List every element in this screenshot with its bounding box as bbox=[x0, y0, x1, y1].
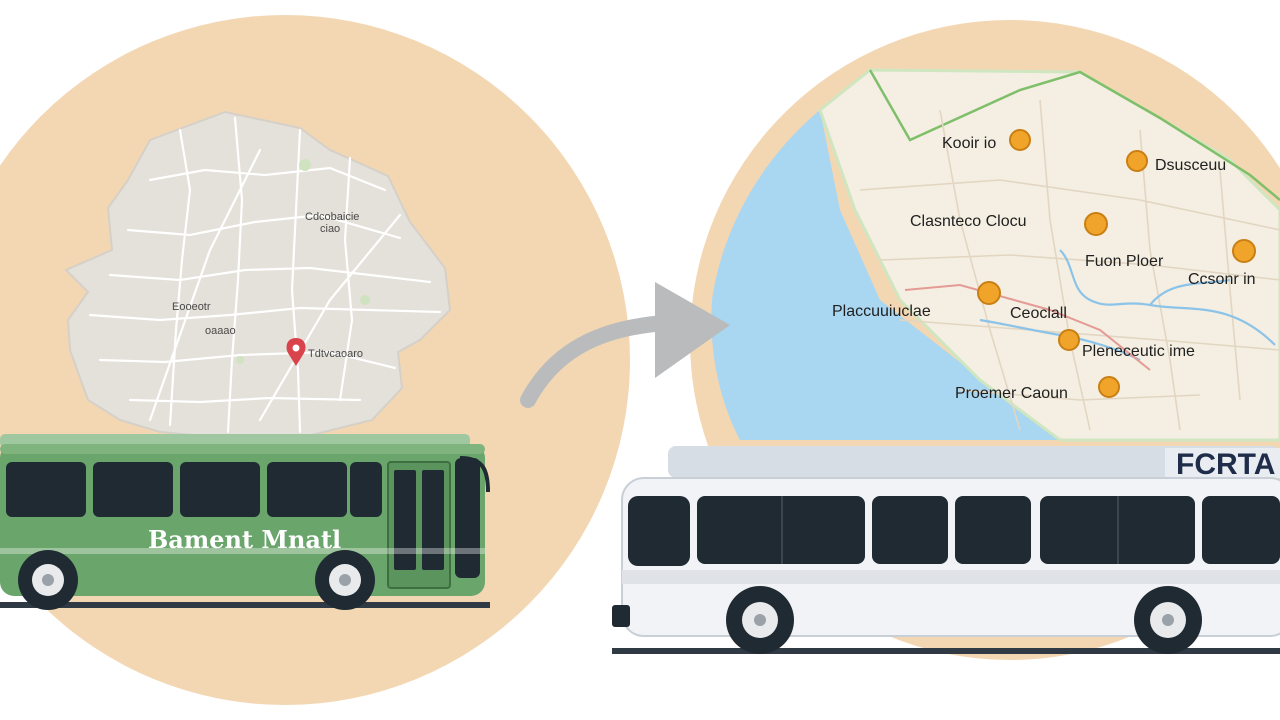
map-marker-icon bbox=[1084, 212, 1108, 236]
right-map-label: Ccsonr in bbox=[1188, 271, 1256, 288]
wheel-icon bbox=[315, 550, 375, 610]
white-bus: FCRTA bbox=[612, 446, 1280, 654]
right-map-label: Proemer Caoun bbox=[955, 385, 1068, 402]
white-bus-window bbox=[1202, 496, 1280, 564]
right-map-label: Ceoclall bbox=[1010, 305, 1067, 322]
green-bus-mirror bbox=[459, 456, 490, 493]
right-map-label: Pleneceutic ime bbox=[1082, 343, 1195, 360]
white-bus-window bbox=[872, 496, 948, 564]
map-marker-icon bbox=[1126, 150, 1148, 172]
map-marker-icon bbox=[1098, 376, 1120, 398]
right-map-water bbox=[711, 110, 1060, 440]
green-bus-window bbox=[267, 462, 347, 517]
green-bus-window bbox=[6, 462, 86, 517]
green-bus-side-text: Bament Mnatl bbox=[148, 525, 341, 554]
right-region-map: Kooir io Dsusceuu Clasnteco Clocu Fuon P… bbox=[711, 68, 1280, 442]
right-map-label: Kooir io bbox=[942, 135, 996, 152]
green-bus-windshield bbox=[455, 458, 480, 578]
left-map-label: Eooeotr bbox=[172, 301, 211, 313]
green-bus-window bbox=[180, 462, 260, 517]
right-map-red-route bbox=[904, 283, 1151, 371]
location-pin-icon bbox=[286, 338, 306, 366]
green-bus: Bament Mnatl bbox=[0, 434, 490, 610]
white-bus-brand-text: FCRTA bbox=[1176, 448, 1275, 481]
map-marker-icon bbox=[1009, 129, 1031, 151]
left-map-label: oaaao bbox=[205, 325, 236, 337]
map-marker-icon bbox=[1232, 239, 1256, 263]
map-marker-icon bbox=[1058, 329, 1080, 351]
right-map-label: Clasnteco Clocu bbox=[910, 213, 1027, 230]
right-map-label: Dsusceuu bbox=[1155, 157, 1226, 174]
left-map-label: Tdtvcaoaro bbox=[308, 348, 363, 360]
left-city-map: Cdcobaicie ciao Eooeotr oaaao Tdtvcaoaro bbox=[64, 110, 452, 439]
green-bus-window bbox=[350, 462, 382, 517]
left-map-label: ciao bbox=[320, 223, 340, 235]
right-map-label: Placcuuiuclae bbox=[832, 303, 931, 320]
green-bus-window bbox=[93, 462, 173, 517]
left-map-roads bbox=[88, 116, 442, 434]
right-map-roads bbox=[859, 99, 1280, 431]
white-bus-windshield bbox=[628, 496, 690, 566]
wheel-icon bbox=[1134, 586, 1202, 654]
white-bus-roof-unit bbox=[668, 446, 1280, 478]
wheel-icon bbox=[726, 586, 794, 654]
white-bus-window bbox=[955, 496, 1031, 564]
right-map-border bbox=[868, 69, 1280, 201]
left-map-parks bbox=[236, 159, 370, 364]
transition-arrow-icon bbox=[520, 282, 730, 408]
right-map-label: Fuon Ploer bbox=[1085, 253, 1164, 270]
wheel-icon bbox=[18, 550, 78, 610]
left-map-label: Cdcobaicie bbox=[305, 211, 359, 223]
map-marker-icon bbox=[977, 281, 1001, 305]
